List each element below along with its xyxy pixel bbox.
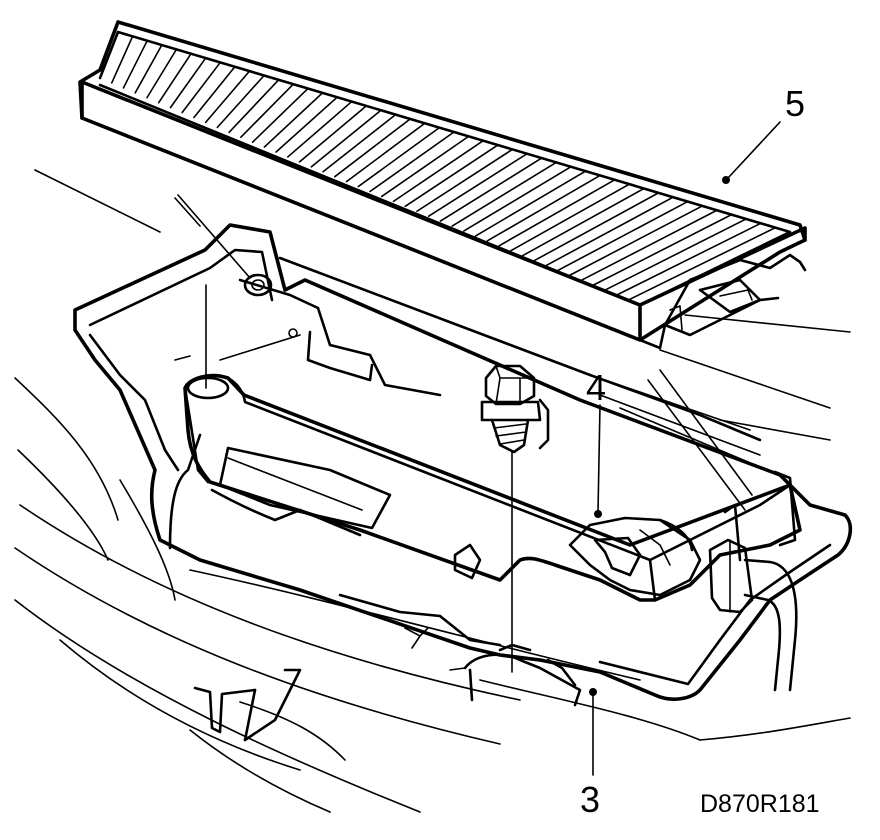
leader-dot-3 [589,688,597,696]
cabin-filter [78,20,807,350]
background-contours [14,169,851,813]
filter-pleat [204,70,251,124]
leader-dot-5 [722,176,730,184]
filter-pleat [498,179,616,247]
filter-pleat [181,61,222,114]
filter-pleat [463,165,572,232]
filter-pleat [557,200,689,272]
filter-pleat [510,183,631,252]
filter-pleat [474,170,587,237]
filter-pleat [592,213,733,287]
filter-pleat [392,139,485,203]
tray-housing [73,223,853,701]
filter-box [174,256,802,602]
filter-pleat [333,118,411,178]
filter-pleat [287,100,353,158]
callout-3: 3 [580,779,600,820]
leader-lines [177,121,781,776]
filter-pleat [146,48,178,99]
filter-pleat [193,65,236,119]
filter-pleat [216,74,265,129]
filter-pleat [240,83,295,139]
filter-pleat [228,79,280,134]
filter-pleat [369,131,455,193]
filter-pleat [416,148,514,213]
filter-pleat [439,157,543,222]
filter-pleat [110,35,134,84]
retaining-clip [568,516,702,597]
callout-4: 4 [586,367,606,408]
filter-pleat [322,113,397,173]
filter-pleat [580,209,718,282]
callout-5: 5 [785,83,805,124]
filter-pleat [310,109,382,168]
filter-pleat [380,135,470,198]
filter-pleat [533,192,660,262]
filter-pleat [275,96,338,153]
filter-pleat [404,144,499,208]
filter-pleat [157,52,192,104]
filter-pleat [603,218,747,291]
filter-pleat [357,126,441,188]
filter-pleat [169,57,207,109]
filter-pleat [451,161,558,227]
filter-pleat [615,222,762,296]
filter-pleat [427,152,528,217]
left-bracket [193,668,302,742]
filter-pleat [545,196,674,267]
filter-pleat [568,205,704,277]
filter-pleat [134,44,163,94]
bolt [480,364,550,454]
reference-code: D870R181 [700,790,820,818]
filter-pleat [521,187,645,257]
cable-connector [708,538,798,692]
filter-pleat [486,174,601,242]
filter-pleat [345,122,426,183]
filter-pleat [122,39,149,89]
filter-pleats [110,35,777,301]
filter-pleat [627,226,777,301]
filter-pleat [298,105,368,163]
filter-pleat [251,87,309,143]
filter-pleat [263,92,324,148]
leader-dot-4 [594,510,602,518]
lower-mount [449,643,582,707]
